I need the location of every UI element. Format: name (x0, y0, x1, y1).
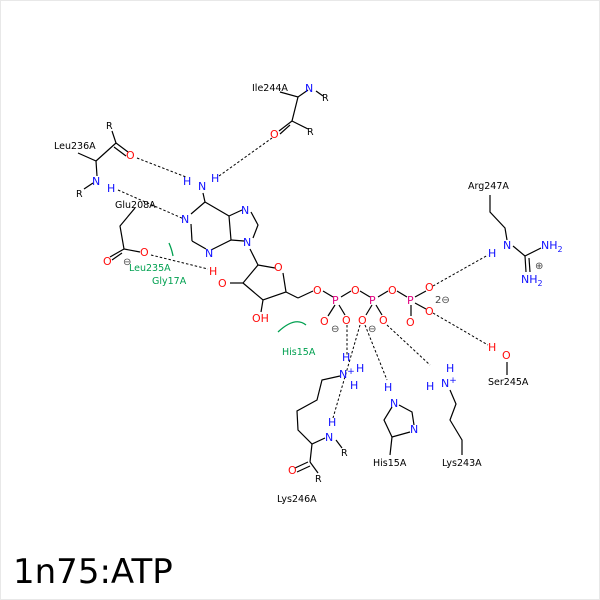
residue-label-his15a: His15A (373, 458, 407, 469)
atom-r: R (106, 121, 113, 132)
atom-n: N (181, 213, 189, 226)
svg-text:N+: N+ (339, 367, 355, 381)
atom-o: O (358, 314, 367, 327)
atom-o: O (270, 128, 279, 141)
atom-p: P (407, 294, 414, 307)
atom-h: H (488, 341, 496, 354)
residue-label-arg247a: Arg247A (468, 181, 509, 192)
atom-h: H (350, 379, 358, 392)
svg-text:NH2: NH2 (541, 239, 563, 254)
atom-o: O (126, 149, 135, 162)
residue-label-ile244a: Ile244A (252, 83, 288, 94)
atom-o: O (103, 255, 112, 268)
atom-n: N (241, 204, 249, 217)
atom-n: N (503, 239, 511, 252)
atom-p: P (332, 294, 339, 307)
charge-two-minus: 2⊖ (435, 295, 450, 306)
atom-o: O (379, 314, 388, 327)
atom-r: R (341, 448, 348, 459)
atom-h: H (384, 381, 392, 394)
atom-r: R (76, 189, 83, 200)
atom-n-plus: N (441, 377, 449, 390)
atom-h: H (356, 362, 364, 375)
atom-o: O (342, 314, 351, 327)
atom-n: N (305, 82, 313, 95)
hydrophobic-arc-his15 (277, 321, 307, 333)
atom-nh2: NH (521, 273, 538, 286)
atom-labels: N R O R R O N H R H N H N N N N O O ⊖ O … (76, 82, 563, 485)
atom-h: H (209, 265, 217, 278)
atom-o: O (388, 284, 397, 297)
diagram-title: 1n75:ATP (13, 552, 173, 592)
subscript-2: 2 (538, 279, 543, 288)
bonds (77, 89, 542, 474)
atom-o: O (425, 281, 434, 294)
atom-nh2: NH (541, 239, 558, 252)
svg-text:NH2: NH2 (521, 273, 543, 288)
residue-label-glu208a: Glu208A (115, 200, 156, 211)
residue-label-gly17a: Gly17A (152, 276, 187, 287)
residue-label-lys246a: Lys246A (277, 494, 317, 505)
atom-o: O (140, 246, 149, 259)
atom-n: N (410, 423, 418, 436)
atom-n: N (92, 175, 100, 188)
charge-minus: ⊖ (331, 324, 339, 335)
hydrophobic-arc-leu235 (168, 242, 174, 257)
atom-o: O (425, 305, 434, 318)
charge-minus: ⊖ (368, 324, 376, 335)
atom-n: N (243, 236, 251, 249)
atom-o: O (502, 349, 511, 362)
residue-label-ser245a: Ser245A (488, 377, 529, 388)
atom-o: O (313, 284, 322, 297)
atom-n: N (198, 180, 206, 193)
atom-o: O (288, 464, 297, 477)
atom-n: N (205, 247, 213, 260)
atom-h: H (426, 380, 434, 393)
atom-n-plus: N (339, 368, 347, 381)
atom-oh: OH (252, 312, 269, 325)
atom-r: R (322, 93, 329, 104)
atom-o: O (406, 316, 415, 329)
atom-h: H (328, 416, 336, 429)
residue-label-leu236a: Leu236A (54, 141, 96, 152)
atom-h: H (183, 175, 191, 188)
atom-p: P (369, 294, 376, 307)
charge-minus: ⊖ (123, 257, 131, 268)
svg-text:N+: N+ (441, 376, 457, 390)
atom-o: O (320, 315, 329, 328)
atom-n: N (325, 431, 333, 444)
atom-o: O (274, 261, 283, 274)
atom-r: R (315, 474, 322, 485)
plus-sign: + (449, 376, 457, 386)
residue-labels: Ile244A Leu236A Glu208A Leu235A Gly17A H… (54, 83, 529, 505)
atom-o: O (218, 277, 227, 290)
plus-sign: + (347, 367, 355, 377)
atom-r: R (307, 127, 314, 138)
atom-h: H (107, 182, 115, 195)
atom-h: H (211, 172, 219, 185)
hydrogen-bonds (117, 137, 489, 419)
charge-plus: ⊕ (535, 261, 543, 272)
atom-o: O (351, 284, 360, 297)
residue-label-lys243a: Lys243A (442, 458, 482, 469)
atom-h: H (342, 351, 350, 364)
residue-label-leu235a: Leu235A (129, 263, 171, 274)
atom-h: H (446, 362, 454, 375)
subscript-2: 2 (558, 245, 563, 254)
residue-label-his15a-hydrophobic: His15A (282, 347, 316, 358)
atom-n: N (390, 397, 398, 410)
atom-h: H (488, 247, 496, 260)
